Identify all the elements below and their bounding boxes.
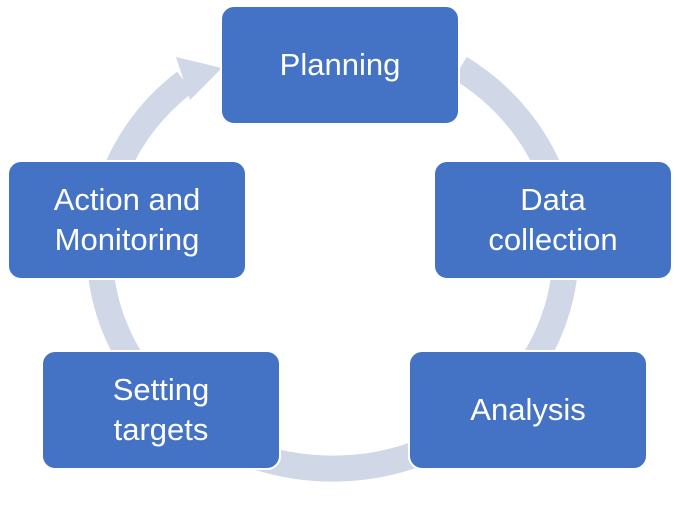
step-analysis: Analysis bbox=[408, 350, 648, 470]
step-setting-targets-label: Setting targets bbox=[112, 372, 210, 447]
step-data-collection: Data collection bbox=[433, 160, 673, 280]
step-data-collection-label: Data collection bbox=[488, 182, 618, 257]
step-planning: Planning bbox=[220, 5, 460, 125]
step-action-monitoring: Action and Monitoring bbox=[7, 160, 247, 280]
step-action-monitoring-label: Action and Monitoring bbox=[53, 182, 201, 257]
step-analysis-label: Analysis bbox=[470, 392, 586, 427]
step-setting-targets: Setting targets bbox=[41, 350, 281, 470]
step-planning-label: Planning bbox=[279, 47, 401, 82]
cycle-arrowhead-icon bbox=[176, 57, 222, 100]
